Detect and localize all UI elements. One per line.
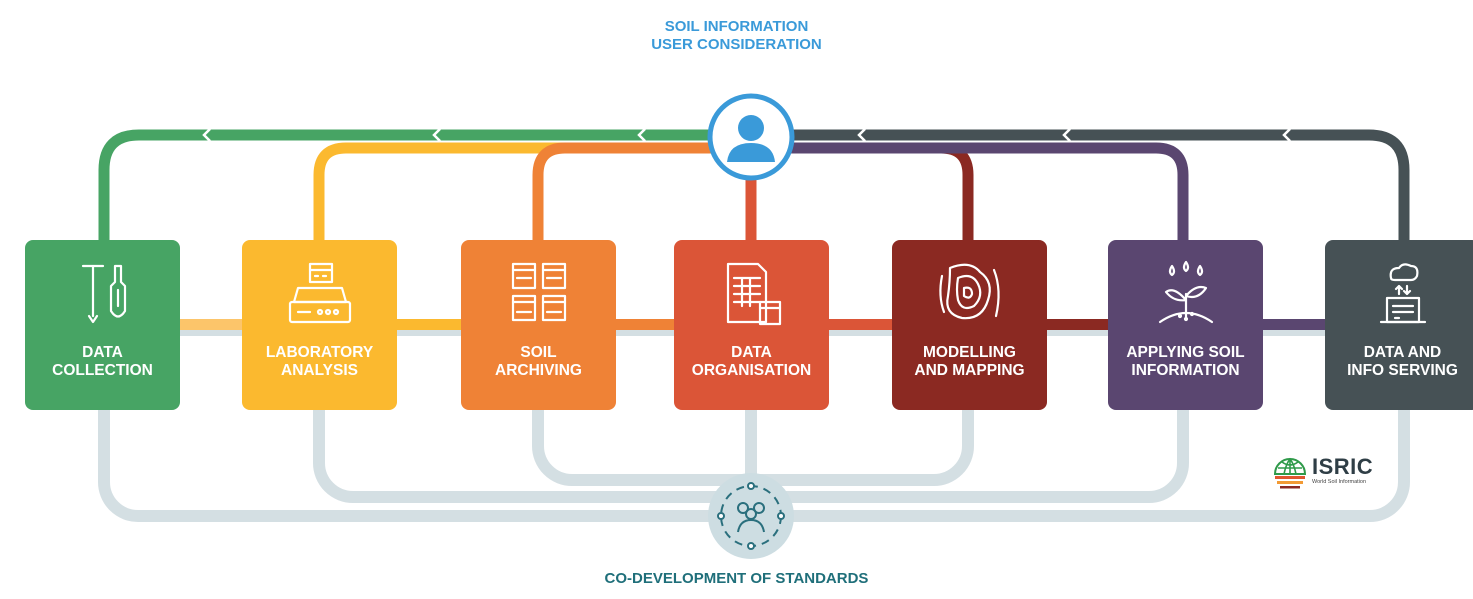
flow-chevron-4 [857, 128, 866, 142]
stage-label: LABORATORY ANALYSIS [265, 344, 374, 379]
user-connector-1 [98, 129, 751, 250]
stage-box-1: DATA COLLECTION [25, 240, 180, 410]
stage-label: DATA COLLECTION [52, 344, 153, 379]
user-connector-3 [532, 142, 751, 250]
stage-link-6 [1263, 319, 1325, 330]
stage-label: APPLYING SOIL INFORMATION [1126, 344, 1245, 379]
user-connector-6 [751, 129, 1410, 250]
stage-link-2 [397, 319, 461, 330]
flow-chevron-1 [202, 128, 211, 142]
user-connector-2 [313, 142, 751, 250]
stage-link-5 [1047, 319, 1108, 330]
user-icon [727, 115, 775, 162]
stage-box-6: APPLYING SOIL INFORMATION [1108, 240, 1263, 410]
stage-box-4: DATA ORGANISATION [674, 240, 829, 410]
data-sheet-icon [726, 262, 781, 326]
logo-subtitle: World Soil Information [1312, 479, 1367, 485]
logo-wordmark: ISRIC [1312, 454, 1374, 479]
stage-box-3: SOIL ARCHIVING [461, 240, 616, 410]
cloud-server-icon [1379, 263, 1426, 324]
stage-label: DATA AND INFO SERVING [1347, 344, 1458, 379]
group-icon [717, 482, 785, 550]
user-connector-5 [751, 142, 1189, 250]
stage-box-5: MODELLING AND MAPPING [892, 240, 1047, 410]
stage-label: SOIL ARCHIVING [495, 344, 582, 379]
lab-scale-icon [288, 262, 351, 324]
sample-jars-icon [511, 262, 566, 322]
stage-box-2: LABORATORY ANALYSIS [242, 240, 397, 410]
soil-tools-icon [81, 264, 126, 324]
standards-title: CO-DEVELOPMENT OF STANDARDS [604, 570, 869, 587]
seedling-icon [1158, 260, 1213, 324]
stage-link-4 [829, 319, 892, 330]
flow-chevron-5 [1062, 128, 1071, 142]
stage-label: DATA ORGANISATION [691, 344, 812, 379]
globe-icon [1273, 457, 1307, 489]
stage-connectors [180, 319, 1325, 330]
flow-chevron-6 [1282, 128, 1291, 142]
flow-chevron-2 [432, 128, 441, 142]
flow-chevron-3 [637, 128, 646, 142]
contour-map-icon [938, 263, 1000, 320]
center-nodes [707, 93, 795, 559]
stage-box-7: DATA AND INFO SERVING [1325, 240, 1473, 410]
stage-link-3 [616, 319, 674, 330]
user-consideration-title: SOIL INFORMATION USER CONSIDERATION [651, 18, 822, 53]
stage-label: MODELLING AND MAPPING [914, 344, 1025, 379]
isric-logo: ISRIC World Soil Information [1272, 452, 1382, 492]
stage-link-1 [180, 319, 242, 330]
